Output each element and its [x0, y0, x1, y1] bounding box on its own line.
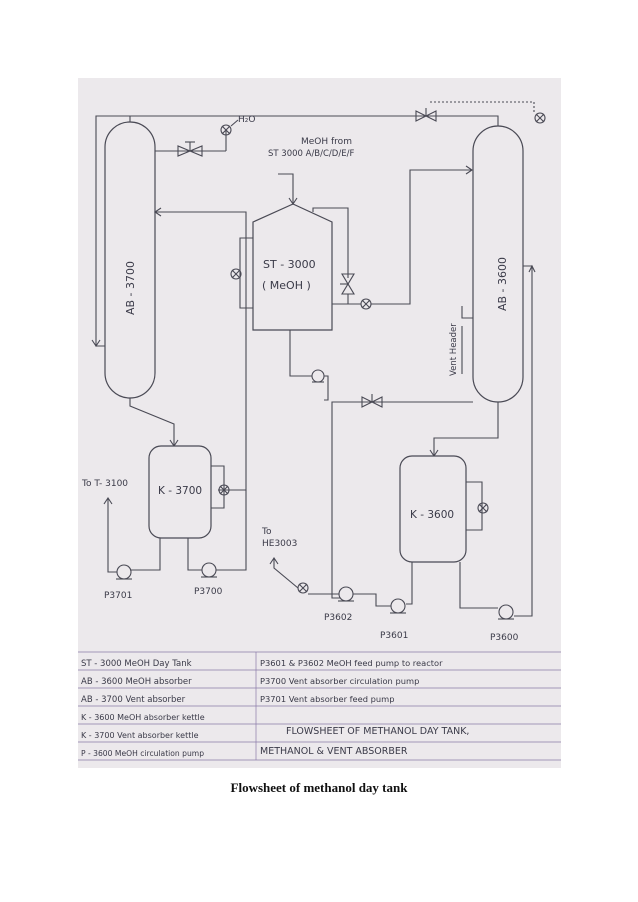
k3600-to-p3601: [406, 562, 413, 605]
arrow-left-return: [91, 339, 101, 347]
legend-right-2: P3700 Vent absorber circulation pump: [260, 676, 419, 686]
st-outlet-to-ab3600: [371, 169, 472, 305]
pump-p3601: [390, 598, 406, 614]
k-3700-kettle: [148, 445, 212, 539]
ab3600-right-return: [514, 265, 533, 617]
ab3700-side-in: [155, 211, 247, 491]
vent-header-label: Vent Header: [449, 323, 459, 376]
legend-left-2: AB - 3600 MeOH absorber: [81, 677, 192, 687]
control-valve-st-left: [230, 268, 242, 280]
k-3600-kettle: [399, 455, 467, 563]
h2o-label: H₂O: [238, 115, 255, 125]
gate-valve-header: [415, 108, 437, 122]
st-3000-tank: [252, 203, 333, 331]
ab3700-bottom-line: [129, 398, 175, 446]
arrow-t3100: [103, 497, 113, 505]
to-he3003-label-1: To: [261, 527, 272, 537]
gate-valve-recirc: [361, 394, 383, 408]
st-feed-arrow: [288, 197, 298, 205]
p3600-label: P3600: [490, 633, 519, 643]
legend-right-1: P3601 & P3602 MeOH feed pump to reactor: [260, 658, 443, 668]
control-valve-k3700: [218, 484, 230, 496]
ab3600-bottom-line: [433, 402, 499, 456]
gate-valve-st-right: [340, 273, 355, 295]
st-feed-line: [278, 173, 294, 204]
flowsheet-diagram: AB - 3700 H₂O MeOH from ST 3000 A/B/C/D/…: [78, 101, 561, 761]
control-valve-st-outlet: [360, 298, 372, 310]
arrow-ab3700-in: [154, 207, 162, 217]
p3700-label: P3700: [194, 587, 223, 597]
p3601-label: P3601: [380, 631, 408, 641]
p3601-to-p3602: [353, 593, 391, 607]
p3701-label: P3701: [104, 591, 132, 601]
k-3600-label: K - 3600: [410, 509, 454, 521]
legend-left-1: ST - 3000 MeOH Day Tank: [81, 659, 192, 669]
st-right-line: [312, 207, 349, 278]
feed-note-line1: MeOH from: [301, 137, 352, 147]
ab3600-left-recirc: [331, 401, 473, 599]
p3602-label: P3602: [324, 613, 352, 623]
pump-p3600: [498, 604, 514, 620]
legend-left-4: K - 3600 MeOH absorber kettle: [81, 713, 205, 722]
ab-3600-label: AB - 3600: [496, 257, 509, 311]
st-bottom-line: [289, 330, 312, 377]
arrow-ab3600-in: [465, 165, 473, 175]
legend-left-6: P - 3600 MeOH circulation pump: [81, 749, 204, 758]
pump-p3701: [116, 564, 132, 580]
sheet-title-line2: METHANOL & VENT ABSORBER: [260, 746, 408, 757]
control-valve-h2o: [220, 124, 232, 136]
ab-3700-column: [104, 121, 156, 399]
control-valve-he3003: [297, 582, 309, 594]
vent-header-line: [461, 306, 473, 319]
arrow-he3003: [269, 557, 279, 565]
figure-caption: Flowsheet of methanol day tank: [230, 780, 408, 795]
top-right-dashed: [430, 101, 535, 112]
gate-valve-h2o: [177, 141, 203, 157]
legend-rules: [78, 651, 561, 761]
legend-right-3: P3701 Vent absorber feed pump: [260, 694, 395, 704]
to-t3100-label: To T- 3100: [81, 479, 128, 489]
legend-left-3: AB - 3700 Vent absorber: [81, 695, 186, 705]
he3003-riser: [273, 558, 299, 589]
control-valve-k3600: [477, 502, 489, 514]
header-to-ab3600: [408, 115, 499, 126]
ab-3700-label: AB - 3700: [124, 261, 137, 315]
legend-left-5: K - 3700 Vent absorber kettle: [81, 731, 199, 740]
to-he3003-label-2: HE3003: [262, 539, 297, 549]
k-3700-label: K - 3700: [158, 485, 202, 497]
pump-p3602: [338, 586, 354, 602]
p3701-out: [107, 498, 117, 573]
control-valve-top-right: [534, 112, 546, 124]
st-3000-label: ST - 3000: [263, 258, 316, 271]
sheet-title-line1: FLOWSHEET OF METHANOL DAY TANK,: [286, 726, 469, 737]
k3700-to-p3700: [187, 538, 202, 571]
st-3000-sublabel: ( MeOH ): [262, 279, 311, 292]
k3600-to-p3600: [459, 562, 498, 609]
k3700-level-line: [211, 465, 225, 509]
arrow-ab3600-right: [528, 264, 536, 273]
feed-note-line2: ST 3000 A/B/C/D/E/F: [268, 149, 354, 159]
flowsheet-sheet: AB - 3700 H₂O MeOH from ST 3000 A/B/C/D/…: [78, 78, 561, 768]
pump-p3700: [201, 562, 217, 578]
p3700-out: [216, 490, 247, 571]
pump-st-bottom: [311, 369, 325, 383]
k3700-to-p3701: [130, 538, 161, 571]
st-pump-out: [324, 375, 329, 401]
k3600-level-line: [466, 481, 483, 531]
